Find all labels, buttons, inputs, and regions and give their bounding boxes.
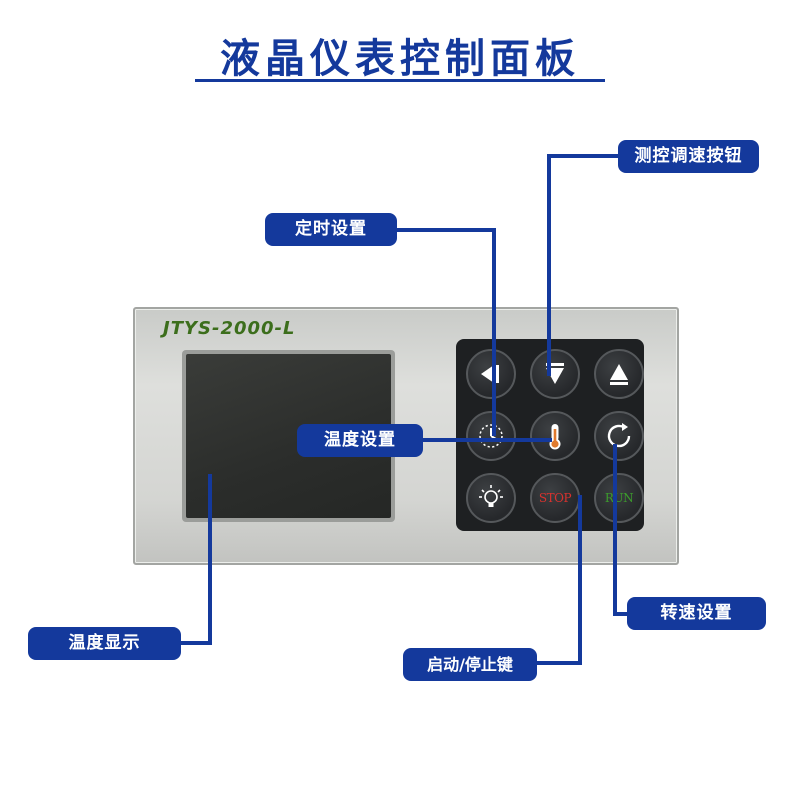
key-timer[interactable] xyxy=(466,411,516,461)
stop-label: STOP xyxy=(538,491,572,505)
keypad: STOP RUN xyxy=(456,339,644,531)
triangle-up-icon xyxy=(610,364,628,385)
key-speed[interactable] xyxy=(594,411,644,461)
clock-dial-icon xyxy=(479,424,503,448)
leader-speed-adjust-vertical xyxy=(547,154,551,376)
leader-timer xyxy=(396,228,496,232)
leader-temperature-display xyxy=(180,641,212,645)
title-underline xyxy=(195,79,605,82)
triangle-left-icon xyxy=(481,365,499,383)
leader-start-stop-vertical xyxy=(578,495,582,665)
leader-timer-vertical xyxy=(492,228,496,436)
leader-rotation-speed xyxy=(613,612,633,616)
leader-temperature-display-vertical xyxy=(208,474,212,645)
key-up[interactable] xyxy=(594,349,644,399)
key-light[interactable] xyxy=(466,473,516,523)
callout-timer: 定时设置 xyxy=(265,213,397,246)
rotation-icon xyxy=(607,423,631,448)
callout-start-stop: 启动/停止键 xyxy=(403,648,537,681)
leader-rotation-speed-vertical xyxy=(613,444,617,616)
leader-speed-adjust xyxy=(547,154,627,158)
callout-rotation-speed: 转速设置 xyxy=(627,597,766,630)
callout-temperature-set: 温度设置 xyxy=(297,424,423,457)
callout-temperature-display: 温度显示 xyxy=(28,627,181,660)
lightbulb-icon xyxy=(479,485,503,507)
thermometer-icon xyxy=(549,424,561,450)
key-stop[interactable]: STOP xyxy=(530,473,580,523)
key-run[interactable]: RUN xyxy=(594,473,644,523)
key-down[interactable] xyxy=(530,349,580,399)
key-left[interactable] xyxy=(466,349,516,399)
leader-temperature-set xyxy=(420,438,552,442)
triangle-down-icon xyxy=(546,363,564,384)
leader-start-stop xyxy=(534,661,582,665)
key-temperature[interactable] xyxy=(530,411,580,461)
callout-speed-adjust: 测控调速按钮 xyxy=(618,140,759,173)
run-label: RUN xyxy=(604,491,634,505)
page-title: 液晶仪表控制面板 xyxy=(220,36,580,82)
model-label: JTYS-2000-L xyxy=(163,318,296,339)
